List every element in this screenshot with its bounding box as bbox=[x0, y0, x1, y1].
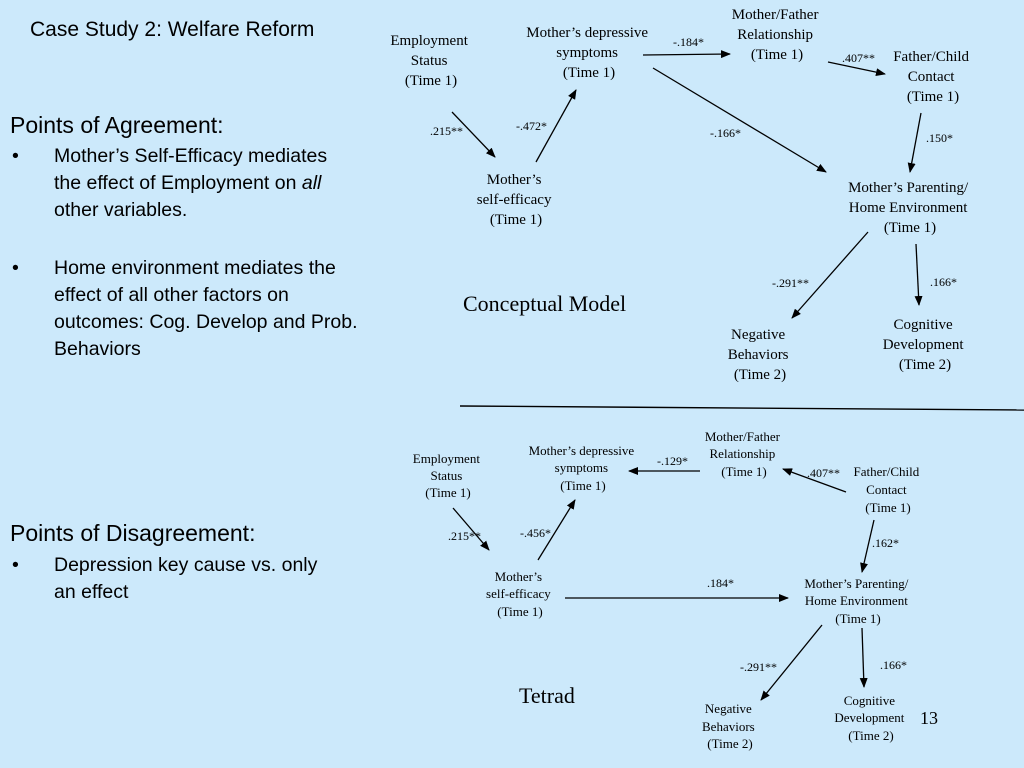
conceptual-node-father-child: Father/Child Contact (Time 1) bbox=[893, 49, 973, 105]
agreement-bullet-1-line-3: other variables. bbox=[54, 199, 188, 221]
conceptual-coef-parenting-negative: -.291** bbox=[772, 276, 809, 290]
tetrad-coef-parenting-cognitive: .166* bbox=[880, 658, 907, 672]
agreement-bullet-2-line-2: effect of all other factors on bbox=[54, 284, 289, 306]
agreement-bullet-1-line-2: the effect of Employment on all bbox=[54, 170, 394, 197]
tetrad-coef-relationship-depressive: -.129* bbox=[657, 454, 688, 468]
tetrad-node-parenting: Mother’s Parenting/ Home Environment (Ti… bbox=[804, 576, 911, 626]
tetrad-coef-employment-efficacy: .215** bbox=[448, 529, 481, 543]
conceptual-coef-depressive-relationship: -.184* bbox=[673, 35, 704, 49]
conceptual-coef-efficacy-depressive: -.472* bbox=[516, 119, 547, 133]
agreement-bullet-2-line-4: Behaviors bbox=[54, 338, 141, 360]
agreement-heading: Points of Agreement: bbox=[10, 112, 224, 138]
conceptual-node-depressive: Mother’s depressive symptoms (Time 1) bbox=[526, 25, 652, 81]
agreement-bullet-2-line-3: outcomes: Cog. Develop and Prob. bbox=[54, 311, 358, 333]
tetrad-arrow-employment-efficacy bbox=[452, 507, 490, 551]
conceptual-coef-relationship-fatherchild: .407** bbox=[842, 51, 875, 65]
tetrad-arrow-parenting-cognitive bbox=[859, 627, 868, 688]
conceptual-node-parenting: Mother’s Parenting/ Home Environment (Ti… bbox=[848, 180, 972, 236]
conceptual-node-negative: Negative Behaviors (Time 2) bbox=[728, 327, 793, 383]
conceptual-node-efficacy: Mother’s self-efficacy (Time 1) bbox=[477, 172, 555, 228]
conceptual-node-employment: Employment Status (Time 1) bbox=[390, 33, 471, 89]
conceptual-arrow-parenting-negative bbox=[791, 231, 869, 319]
tetrad-model: Employment Status (Time 1) Mother’s depr… bbox=[413, 429, 923, 751]
tetrad-node-negative: Negative Behaviors (Time 2) bbox=[702, 701, 758, 751]
conceptual-arrow-employment-efficacy bbox=[451, 111, 496, 158]
agreement-bullet-2-line-1: Home environment mediates the bbox=[54, 257, 336, 279]
conceptual-coef-depressive-parenting: -.166* bbox=[710, 126, 741, 140]
agreement-bullet-1: • Mother’s Self-Efficacy mediates the ef… bbox=[12, 143, 394, 224]
tetrad-coef-parenting-negative: -.291** bbox=[740, 660, 777, 674]
disagreement-bullet-1: • Depression key cause vs. only an effec… bbox=[12, 552, 394, 606]
conceptual-node-cognitive: Cognitive Development (Time 2) bbox=[883, 317, 968, 373]
conceptual-arrow-efficacy-depressive bbox=[535, 89, 577, 163]
bullet-symbol: • bbox=[12, 554, 19, 576]
conceptual-model: Employment Status (Time 1) Mother’s depr… bbox=[390, 7, 973, 383]
tetrad-node-depressive: Mother’s depressive symptoms (Time 1) bbox=[529, 443, 638, 493]
agreement-bullet-2: • Home environment mediates the effect o… bbox=[12, 255, 414, 363]
tetrad-coef-fatherchild-relationship: .407** bbox=[807, 466, 840, 480]
page-number: 13 bbox=[920, 708, 938, 728]
tetrad-coef-efficacy-depressive: -.456* bbox=[520, 526, 551, 540]
section-divider bbox=[459, 405, 1024, 411]
disagreement-bullet-1-line-1: Depression key cause vs. only bbox=[54, 554, 318, 576]
conceptual-coef-parenting-cognitive: .166* bbox=[930, 275, 957, 289]
tetrad-model-title: Tetrad bbox=[519, 683, 575, 708]
bullet-symbol: • bbox=[12, 145, 19, 167]
conceptual-coef-fatherchild-parenting: .150* bbox=[926, 131, 953, 145]
tetrad-arrow-fatherchild-relationship bbox=[782, 468, 847, 493]
agreement-bullet-1-emphasis: all bbox=[301, 172, 322, 194]
conceptual-coef-employment-efficacy: .215** bbox=[430, 124, 463, 138]
conceptual-arrow-depressive-relationship bbox=[642, 50, 731, 59]
tetrad-arrow-parenting-negative bbox=[760, 624, 823, 701]
slide-title: Case Study 2: Welfare Reform bbox=[30, 18, 315, 41]
agreement-bullet-1-line-2-prefix: the effect of Employment on bbox=[54, 172, 302, 194]
disagreement-heading: Points of Disagreement: bbox=[10, 520, 256, 546]
bullet-symbol: • bbox=[12, 257, 19, 279]
agreement-bullet-1-line-1: Mother’s Self-Efficacy mediates bbox=[54, 145, 328, 167]
conceptual-model-title: Conceptual Model bbox=[463, 291, 626, 316]
conceptual-arrow-fatherchild-parenting bbox=[907, 112, 922, 173]
tetrad-node-father-child: Father/Child Contact (Time 1) bbox=[854, 464, 923, 515]
tetrad-node-employment: Employment Status (Time 1) bbox=[413, 451, 483, 500]
tetrad-arrow-fatherchild-parenting bbox=[860, 519, 875, 573]
tetrad-coef-efficacy-parenting: .184* bbox=[707, 576, 734, 590]
conceptual-arrow-relationship-fatherchild bbox=[827, 61, 886, 77]
tetrad-node-cognitive: Cognitive Development (Time 2) bbox=[834, 693, 907, 743]
tetrad-coef-fatherchild-parenting: .162* bbox=[872, 536, 899, 550]
conceptual-arrow-depressive-parenting bbox=[652, 67, 827, 173]
tetrad-node-efficacy: Mother’s self-efficacy (Time 1) bbox=[486, 569, 554, 619]
tetrad-arrow-efficacy-depressive bbox=[537, 499, 576, 561]
conceptual-node-relationship: Mother/Father Relationship (Time 1) bbox=[732, 7, 822, 63]
tetrad-node-relationship: Mother/Father Relationship (Time 1) bbox=[705, 429, 783, 479]
conceptual-arrow-parenting-cognitive bbox=[914, 243, 923, 306]
disagreement-bullet-1-line-2: an effect bbox=[54, 581, 129, 603]
